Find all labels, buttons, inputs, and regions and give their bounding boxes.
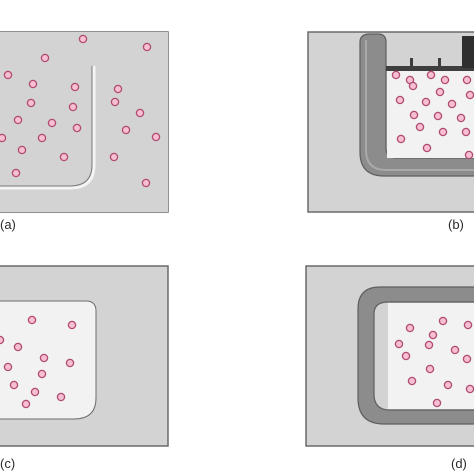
particle-b-6 [408, 81, 418, 91]
partition-wall-a [0, 66, 96, 190]
particle-c-2 [67, 320, 77, 330]
particle-d-4 [428, 330, 438, 340]
particle-a-18 [151, 132, 161, 142]
particle-b-7 [435, 87, 445, 97]
particle-a-6 [70, 82, 80, 92]
particle-a-20 [59, 152, 69, 162]
particle-b-13 [433, 111, 443, 121]
panel-label-d: (d) [451, 456, 467, 471]
particle-b-20 [464, 150, 474, 160]
particle-b-3 [426, 70, 436, 80]
particle-c-10 [30, 387, 40, 397]
particle-b-11 [447, 99, 457, 109]
particle-a-13 [47, 118, 57, 128]
particle-d-13 [465, 384, 474, 394]
cup-wall-b [359, 33, 474, 177]
particle-a-14 [72, 123, 82, 133]
particle-a-15 [121, 125, 131, 135]
particle-c-1 [27, 315, 37, 325]
particles-d [394, 316, 474, 408]
particle-b-15 [461, 127, 471, 137]
particle-b-17 [438, 127, 448, 137]
particle-d-6 [424, 340, 434, 350]
particle-d-2 [438, 316, 448, 326]
particle-a-22 [11, 168, 21, 178]
particle-d-12 [443, 380, 453, 390]
particle-c-5 [39, 353, 49, 363]
particle-c-6 [65, 358, 75, 368]
particle-a-16 [0, 133, 7, 143]
particle-b-12 [409, 110, 419, 120]
particle-a-11 [110, 97, 120, 107]
cup-wall-d [357, 286, 474, 425]
panel-a [0, 31, 169, 213]
liquid-b [387, 70, 474, 158]
particle-b-19 [422, 143, 432, 153]
liquid-c [0, 300, 97, 420]
particle-b-14 [456, 113, 466, 123]
particle-c-12 [21, 399, 31, 409]
particle-a-3 [40, 53, 50, 63]
panel-label-a: (a) [0, 217, 16, 232]
particle-a-12 [13, 115, 23, 125]
piston-rod-b [462, 36, 474, 68]
particle-b-8 [465, 90, 474, 100]
particles-b [391, 70, 474, 160]
panel-label-c: (c) [0, 456, 16, 471]
piston-stub-left-b [410, 58, 413, 67]
particle-a-19 [17, 145, 27, 155]
particle-a-8 [26, 98, 36, 108]
particles-c [0, 315, 77, 409]
particle-d-11 [407, 376, 417, 386]
particle-a-23 [141, 178, 151, 188]
partition-wall-a-edge [0, 66, 93, 187]
particle-d-3 [463, 320, 473, 330]
particle-b-18 [396, 134, 406, 144]
panel-c [0, 265, 169, 447]
particle-c-7 [3, 362, 13, 372]
particle-a-21 [109, 152, 119, 162]
particle-a-9 [68, 102, 78, 112]
particle-d-10 [425, 364, 435, 374]
particle-d-14 [432, 398, 442, 408]
particle-c-8 [37, 369, 47, 379]
particle-d-9 [462, 354, 472, 364]
particle-c-3 [0, 335, 5, 345]
particle-a-5 [28, 79, 38, 89]
particle-b-16 [415, 122, 425, 132]
liquid-d [388, 303, 474, 409]
particle-c-11 [56, 392, 66, 402]
particle-d-8 [401, 351, 411, 361]
particle-b-9 [395, 95, 405, 105]
particle-b-10 [421, 97, 431, 107]
cup-wall-b-highlight [365, 40, 474, 171]
particle-a-7 [113, 84, 123, 94]
particle-b-1 [391, 70, 401, 80]
particle-a-2 [142, 42, 152, 52]
panel-d [305, 265, 474, 447]
particle-d-1 [405, 323, 415, 333]
particle-d-5 [394, 339, 404, 349]
piston-b [386, 66, 474, 71]
inner-chamber-a [0, 32, 168, 212]
particle-c-4 [13, 342, 23, 352]
particle-a-4 [3, 70, 13, 80]
particle-d-7 [450, 345, 460, 355]
particle-b-5 [462, 75, 472, 85]
particle-c-9 [9, 380, 19, 390]
particle-a-17 [37, 133, 47, 143]
panel-b [307, 31, 474, 213]
panel-label-b: (b) [448, 217, 464, 232]
particle-a-1 [78, 34, 88, 44]
particle-a-10 [135, 108, 145, 118]
particles-a [0, 34, 161, 188]
piston-stub-mid-b [438, 58, 441, 67]
particle-b-4 [440, 75, 450, 85]
